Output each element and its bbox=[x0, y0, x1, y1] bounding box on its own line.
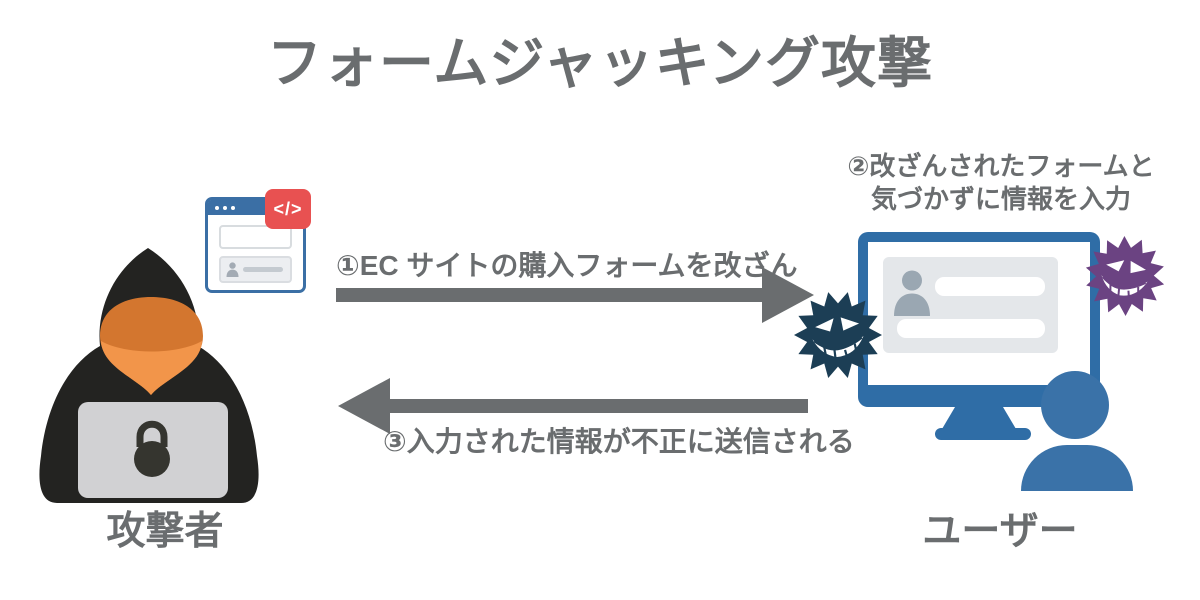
field-text-line bbox=[243, 267, 283, 272]
form-field-user bbox=[219, 256, 292, 283]
arrow-right-head-icon bbox=[762, 267, 814, 323]
monitor-stand bbox=[942, 404, 1016, 429]
form-input-line bbox=[935, 277, 1045, 296]
window-dot-icon bbox=[223, 205, 227, 210]
malware-virus-icon bbox=[794, 292, 882, 378]
step2-line1: ②改ざんされたフォームと bbox=[847, 151, 1155, 181]
step3-label: ③入力された情報が不正に送信される bbox=[383, 426, 855, 457]
step2-line2: 気づかずに情報を入力 bbox=[870, 184, 1131, 214]
malware-virus-icon bbox=[1085, 236, 1165, 317]
attacker-label: 攻撃者 bbox=[106, 510, 224, 553]
arrow-right-line bbox=[336, 288, 762, 302]
page-title: フォームジャッキング攻撃 bbox=[267, 32, 933, 94]
monitor-base bbox=[935, 428, 1031, 440]
code-icon: </> bbox=[265, 189, 311, 229]
step1-label: ①EC サイトの購入フォームを改ざん bbox=[336, 250, 798, 281]
user-person-body bbox=[1021, 445, 1133, 491]
window-dot-icon bbox=[215, 205, 219, 210]
arrow-left-head-icon bbox=[338, 378, 390, 434]
user-label: ユーザー bbox=[922, 510, 1078, 553]
person-icon bbox=[894, 270, 930, 316]
step2-label: ②改ざんされたフォームと 気づかずに情報を入力 bbox=[820, 150, 1182, 216]
person-icon bbox=[226, 262, 239, 277]
arrow-left-line bbox=[390, 399, 808, 413]
form-input-line bbox=[897, 319, 1045, 338]
user-person-head bbox=[1041, 371, 1109, 439]
attacker-hacker-icon bbox=[39, 248, 259, 503]
form-field-empty bbox=[219, 225, 292, 249]
window-dot-icon bbox=[231, 205, 235, 210]
tampered-form-panel bbox=[883, 257, 1058, 353]
